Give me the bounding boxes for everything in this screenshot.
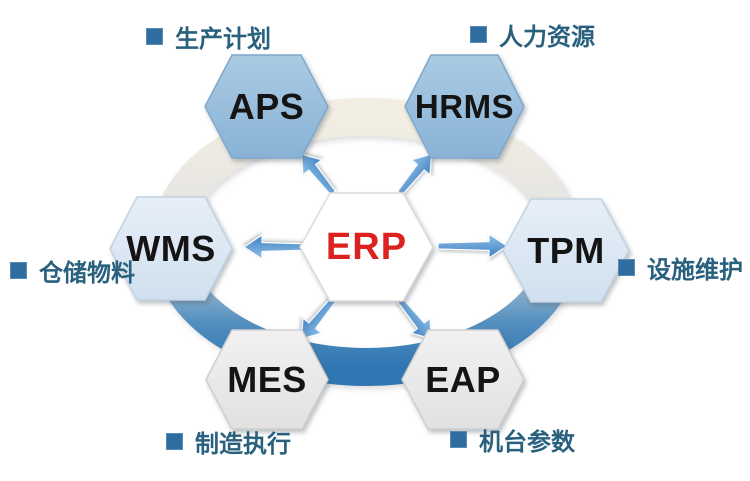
hexagon-erp-center: [299, 192, 434, 302]
hexagon-mes-label: MES: [227, 358, 307, 400]
annotation-mes-label: 制造执行: [195, 430, 291, 458]
annotation-mes: 制造执行: [166, 426, 291, 458]
annotation-eap-label: 机台参数: [479, 428, 575, 456]
arrow-erp-to-mes-icon: [300, 297, 337, 340]
bullet-square-icon: [450, 430, 467, 448]
annotation-tpm: 设施维护: [618, 252, 743, 284]
bullet-square-icon: [166, 432, 183, 450]
bullet-square-icon: [146, 27, 163, 45]
annotation-wms-label: 仓储物料: [39, 259, 135, 287]
hexagon-wms-label: WMS: [126, 227, 216, 269]
hexagon-hrms: [404, 54, 525, 159]
hexagon-aps: [204, 54, 329, 159]
hexagon-mes: [205, 329, 329, 430]
hexagon-aps-label: APS: [228, 85, 305, 127]
hexagon-wms: [109, 196, 233, 301]
bullet-square-icon: [618, 258, 635, 276]
hexagon-tpm-label: TPM: [527, 229, 605, 271]
annotation-tpm-label: 设施维护: [647, 256, 743, 284]
hexagon-eap: [401, 329, 525, 430]
annotation-wms: 仓储物料: [10, 255, 135, 287]
annotation-hrms: 人力资源: [470, 19, 595, 51]
hexagon-tpm: [502, 198, 630, 303]
arrow-erp-to-hrms-icon: [396, 153, 433, 196]
arrow-erp-to-eap-icon: [396, 297, 433, 340]
bullet-square-icon: [470, 25, 487, 43]
annotation-aps: 生产计划: [146, 21, 271, 53]
arrow-erp-to-tpm-icon: [437, 232, 509, 260]
arrow-erp-to-aps-icon: [300, 153, 337, 196]
bullet-square-icon: [10, 261, 27, 279]
annotation-aps-label: 生产计划: [175, 25, 271, 53]
annotation-eap: 机台参数: [450, 424, 575, 456]
annotation-hrms-label: 人力资源: [499, 23, 595, 51]
hexagon-erp-label: ERP: [325, 225, 408, 268]
hexagon-hrms-label: HRMS: [414, 87, 515, 125]
hexagon-eap-label: EAP: [425, 358, 501, 400]
